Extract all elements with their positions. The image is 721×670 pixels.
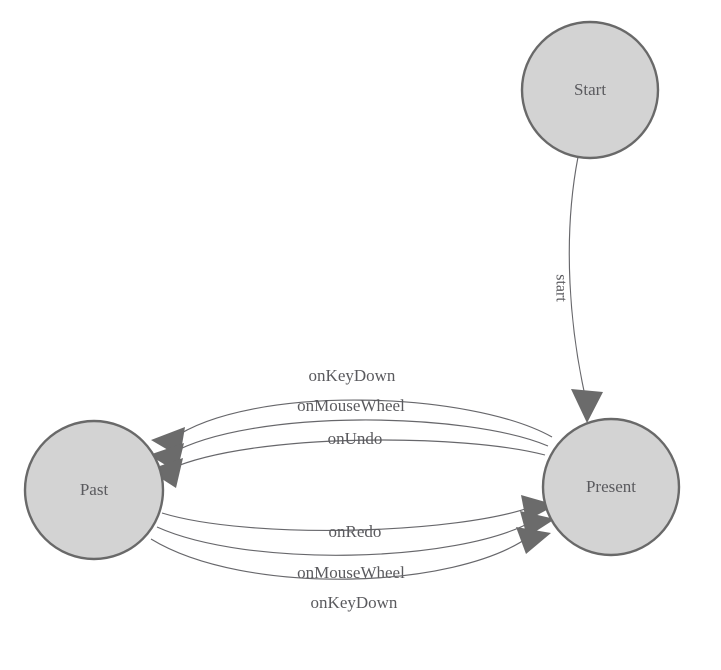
node-start[interactable]: Start [520, 20, 660, 160]
edge-label-present-past-onkeydown: onKeyDown [309, 366, 396, 385]
edge-present-to-past-onundo-path [169, 439, 546, 470]
edge-label-present-past-onmousewheel: onMouseWheel [297, 396, 405, 415]
edge-start-to-present[interactable]: start [552, 156, 603, 423]
edge-start-to-present-arrowhead [571, 389, 603, 423]
node-start-label: Start [574, 80, 606, 99]
edge-present-to-past-onundo-arrowhead [148, 458, 183, 488]
node-start-circle [520, 20, 660, 160]
edge-present-to-past-onmousewheel-path [169, 419, 549, 455]
node-present[interactable]: Present [541, 417, 681, 557]
node-past[interactable]: Past [23, 419, 165, 561]
edge-label-past-present-onmousewheel: onMouseWheel [297, 563, 405, 582]
edge-past-to-present-onredo-path [161, 505, 535, 531]
edge-start-to-present-path [568, 156, 587, 401]
edge-label-past-present-onkeydown: onKeyDown [311, 593, 398, 612]
edge-past-to-present-onmousewheel-path [156, 520, 534, 556]
edge-present-to-past-onundo[interactable]: onUndo [148, 429, 546, 488]
edge-label-start: start [552, 274, 569, 302]
edge-past-to-present-onredo[interactable]: onRedo [161, 495, 556, 541]
edge-past-to-present-onkeydown[interactable]: onKeyDown [150, 527, 551, 612]
node-past-label: Past [80, 480, 109, 499]
node-present-circle [541, 417, 681, 557]
edge-past-to-present-onkeydown-path [150, 535, 531, 580]
node-present-label: Present [586, 477, 636, 496]
edge-label-present-past-onundo: onUndo [328, 429, 383, 448]
edge-present-to-past-onkeydown-path [171, 399, 553, 440]
edge-past-to-present-onkeydown-arrowhead [516, 527, 551, 554]
node-past-circle [23, 419, 165, 561]
edge-label-past-present-onredo: onRedo [329, 522, 382, 541]
